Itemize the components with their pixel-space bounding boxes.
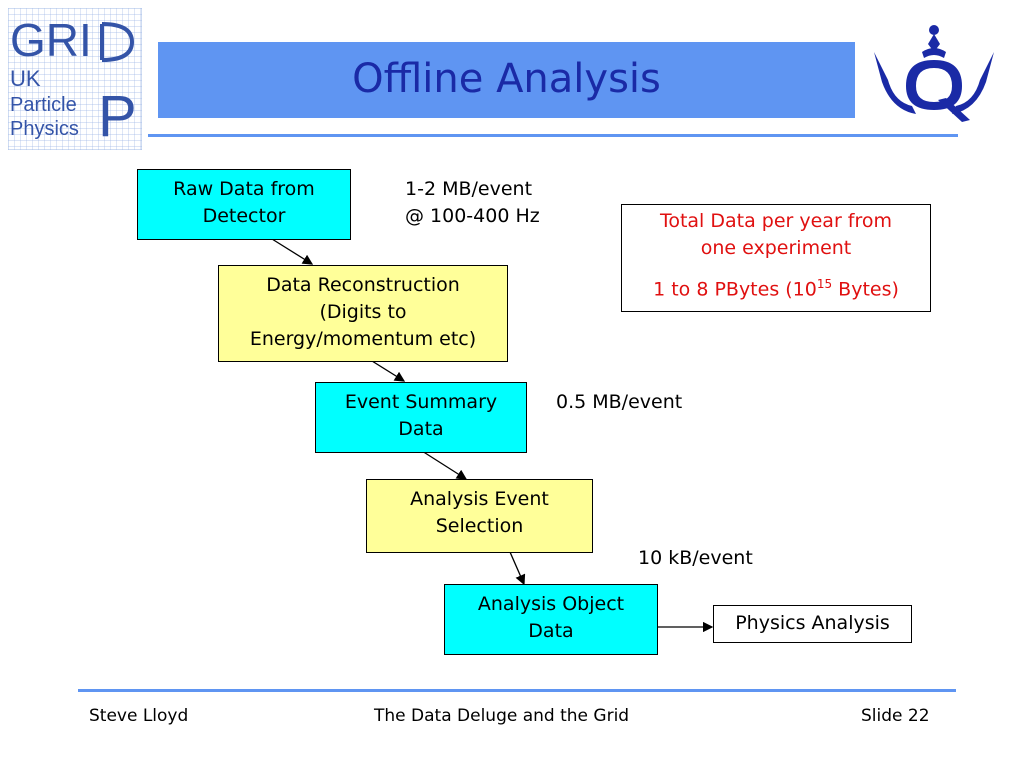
raw-rate-line1: 1-2 MB/event [405, 178, 533, 200]
svg-text:GRI: GRI [10, 14, 92, 66]
total-data-unit: Bytes) [832, 278, 899, 301]
raw-data-line2: Detector [202, 205, 286, 227]
total-data-line2: one experiment [700, 237, 852, 259]
total-data-amount: 1 to 8 PBytes (10 [653, 278, 817, 301]
total-data-line1: Total Data per year from [659, 210, 893, 232]
arrow-raw-to-reco [271, 238, 314, 265]
raw-rate-annotation: 1-2 MB/event @ 100-400 Hz [405, 176, 540, 230]
raw-data-line1: Raw Data from [173, 178, 315, 200]
analysis-object-line1: Analysis Object [477, 593, 625, 615]
physics-analysis-box: Physics Analysis [713, 605, 912, 643]
footer-author: Steve Lloyd [89, 706, 189, 726]
slide-title: Offline Analysis [352, 56, 661, 102]
footer-talk-title: The Data Deluge and the Grid [374, 706, 630, 726]
svg-text:P: P [98, 84, 137, 149]
event-summary-line1: Event Summary [344, 391, 498, 413]
svg-text:Particle: Particle [10, 94, 77, 116]
gridpp-logo: GRI UK Particle Physics P [8, 8, 142, 150]
university-crest-icon [874, 25, 994, 122]
footer-divider [78, 689, 956, 692]
footer-slide-number: Slide 22 [861, 706, 930, 726]
total-data-box: Total Data per year from one experiment … [621, 204, 931, 312]
event-selection-line2: Selection [435, 515, 524, 537]
arrow-selection-to-aod [509, 551, 526, 586]
reconstruction-line3: Energy/momentum etc) [249, 328, 477, 350]
physics-analysis-label: Physics Analysis [735, 612, 890, 634]
svg-text:Physics: Physics [10, 118, 79, 140]
reconstruction-box: Data Reconstruction (Digits to Energy/mome… [218, 265, 508, 362]
esd-size-annotation: 0.5 MB/event [556, 391, 683, 413]
reconstruction-line1: Data Reconstruction [266, 274, 460, 296]
total-data-line3: 1 to 8 PBytes (1015 Bytes) [622, 271, 930, 303]
svg-text:UK: UK [10, 66, 41, 91]
arrow-esd-to-selection [421, 450, 468, 480]
aod-size-annotation: 10 kB/event [638, 547, 753, 569]
event-selection-line1: Analysis Event [410, 488, 549, 510]
total-data-exponent: 15 [816, 277, 833, 291]
title-divider [148, 134, 958, 137]
reconstruction-line2: (Digits to [319, 301, 407, 323]
analysis-object-line2: Data [528, 620, 574, 642]
title-bar [158, 42, 855, 118]
arrow-reco-to-esd [371, 360, 406, 382]
raw-rate-line2: @ 100-400 Hz [405, 205, 540, 227]
event-summary-line2: Data [398, 418, 444, 440]
